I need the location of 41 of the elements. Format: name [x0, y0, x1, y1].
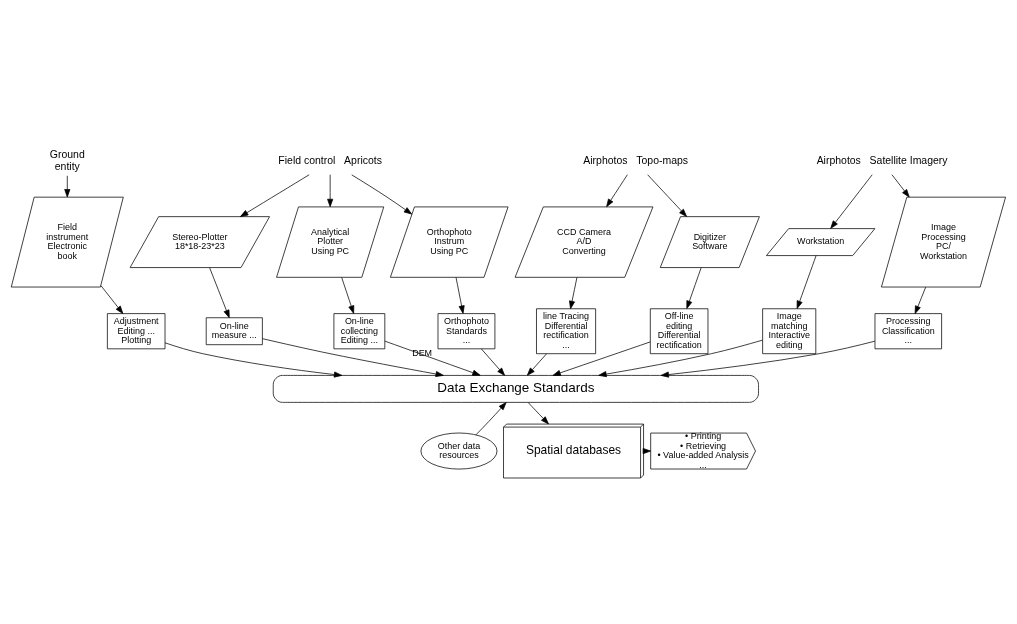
arrow [209, 266, 230, 318]
arrow [64, 174, 71, 197]
arrow [686, 266, 702, 309]
arrow [384, 340, 481, 376]
arrow [527, 401, 549, 424]
node-box: On-line measure ... [205, 316, 263, 345]
arrow [480, 347, 506, 376]
arrow [606, 173, 628, 207]
arrow [569, 276, 578, 309]
arrow [647, 173, 687, 217]
arrow [100, 284, 124, 314]
arrow [341, 276, 355, 314]
node-box: Off-line editing Differential rectification [649, 307, 709, 354]
arrow [240, 173, 310, 217]
node-box: Image matching Interactive editing [762, 307, 817, 354]
node-text: Airphotos Topo-maps [583, 154, 689, 166]
node-box: Adjustment Editing ... Plotting [107, 312, 166, 349]
node-text: Field control Apricots [278, 154, 382, 166]
node-box: Processing Classification ... [874, 312, 942, 349]
node-box: Data Exchange Standards [272, 374, 759, 403]
arrow [475, 401, 507, 435]
arrow [262, 337, 444, 377]
arrow [526, 352, 547, 376]
arrow [351, 173, 413, 214]
arrow [455, 276, 465, 314]
arrow [552, 341, 651, 376]
edge-label: DEM [412, 347, 433, 358]
arrow [891, 173, 910, 197]
arrow [660, 340, 876, 378]
arrow [327, 173, 334, 207]
node-text: Ground entity [49, 148, 85, 172]
node-box: line Tracing Differential rectification ... [536, 307, 596, 354]
arrow [914, 286, 927, 314]
arrow [164, 341, 343, 378]
arrow [830, 173, 873, 229]
arrow [796, 254, 817, 309]
node-text: Airphotos Satellite Imagery [816, 154, 948, 166]
node-box: On-line collecting Editing ... [333, 312, 386, 349]
node-ellipse: Other data resources [420, 432, 498, 469]
node-box: Orthophoto Standards ... [437, 312, 496, 349]
arrow [598, 339, 763, 377]
